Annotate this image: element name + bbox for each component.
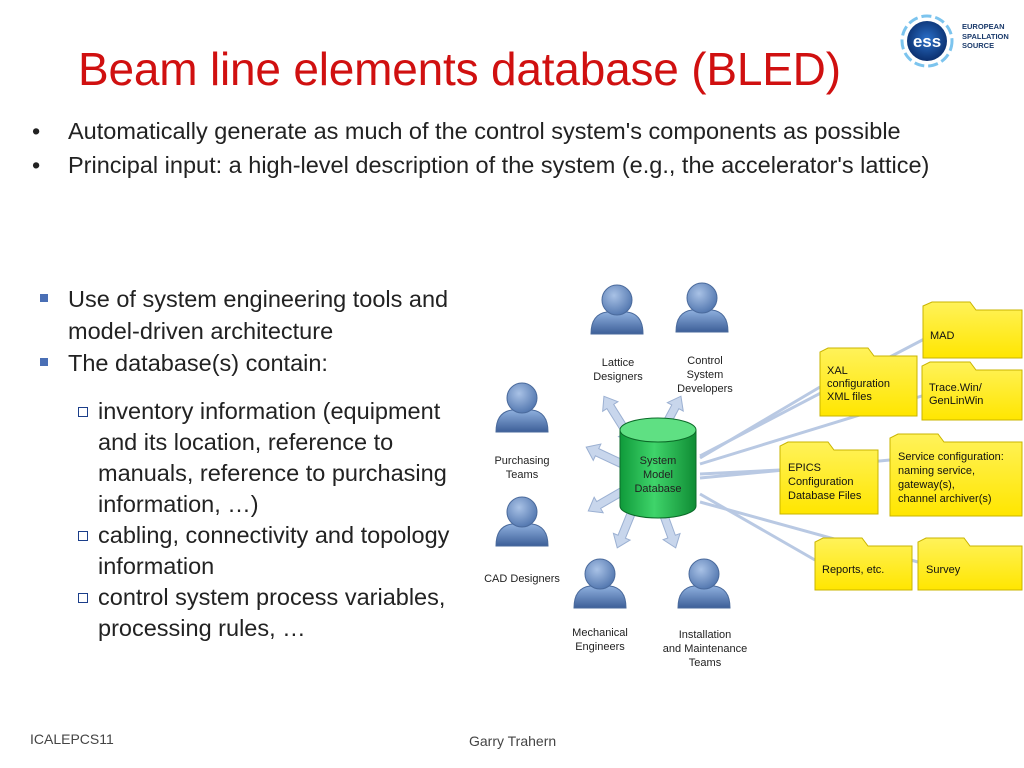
person-icon [677,558,731,609]
actor-control-system-developers: Control System Developers [675,282,733,395]
logo-line: SOURCE [962,41,995,50]
bullet-item: Automatically generate as much of the co… [30,114,980,148]
folder-survey: Survey [917,537,1023,591]
folder-reports: Reports, etc. [814,537,913,591]
footer-author: Garry Trahern [469,733,557,749]
folder-mad: MAD [922,301,1023,359]
person-icon [590,284,644,335]
list-item: control system process variables, proces… [78,582,478,644]
folder-label: Configuration [788,476,853,488]
list-item-text: control system process variables, proces… [98,584,446,641]
database-label: Database [634,483,681,495]
actor-label: Installation [679,629,732,641]
folder-label: MAD [930,330,955,342]
checkbox-bullet-icon [78,531,88,541]
folder-label: configuration [827,378,890,390]
actor-purchasing-teams: Purchasing Teams [494,382,550,481]
folder-label: EPICS [788,462,821,474]
actor-label: Purchasing [494,455,549,467]
list-item: inventory information (equipment and its… [78,396,478,520]
person-icon [675,282,729,333]
person-icon [495,496,549,547]
actor-label: CAD Designers [484,573,560,585]
logo-text: EUROPEAN SPALLATION SOURCE [962,22,1009,51]
bullet-item: Use of system engineering tools and mode… [40,283,480,347]
checkbox-bullet-icon [78,407,88,417]
folder-label: Reports, etc. [822,564,884,576]
actor-label: Lattice [602,357,634,369]
actor-label: Developers [677,383,733,395]
folder-label: naming service, [898,465,975,477]
actor-label: System [687,369,724,381]
system-model-diagram: System Model Database Lattice Designers … [484,282,1023,669]
square-bullet-icon [40,294,48,302]
actor-label: Control [687,355,722,367]
square-bullet-icon [40,358,48,366]
actor-label: Teams [506,469,539,481]
actor-lattice-designers: Lattice Designers [590,284,644,383]
actor-label: Designers [593,371,643,383]
actor-label: Teams [689,657,722,669]
footer-conference: ICALEPCS11 [30,731,114,747]
person-icon [573,558,627,609]
list-item-text: cabling, connectivity and topology infor… [98,522,450,579]
actor-installation-teams: Installation and Maintenance Teams [663,558,747,669]
database-label: Model [643,469,673,481]
bullet-item: The database(s) contain: [40,347,480,379]
page-title: Beam line elements database (BLED) [78,43,841,95]
folder-label: Database Files [788,490,862,502]
list-item: cabling, connectivity and topology infor… [78,520,478,582]
database-contents-list: inventory information (equipment and its… [78,396,478,644]
actor-label: and Maintenance [663,643,747,655]
list-item-text: inventory information (equipment and its… [98,398,447,517]
folder-tracewin: Trace.Win/ GenLinWin [921,361,1023,421]
folder-label: GenLinWin [929,395,983,407]
bullet-text: The database(s) contain: [68,350,328,376]
logo-line: EUROPEAN [962,22,1005,31]
actor-mechanical-engineers: Mechanical Engineers [572,558,628,653]
logo-mark: ess [913,32,941,51]
folder-label: Survey [926,564,961,576]
folder-label: gateway(s), [898,479,955,491]
main-bullets: Automatically generate as much of the co… [30,114,980,182]
folder-label: XAL [827,365,848,377]
folder-label: Service configuration: [898,451,1004,463]
system-model-database: System Model Database [619,417,697,519]
folder-label: channel archiver(s) [898,493,992,505]
folder-label: XML files [827,391,872,403]
logo-line: SPALLATION [962,31,1009,41]
actor-cad-designers: CAD Designers [484,496,560,585]
bullet-item: Principal input: a high-level descriptio… [30,148,980,182]
secondary-bullets: Use of system engineering tools and mode… [40,283,480,379]
folder-xal: XAL configuration XML files [819,347,918,417]
actor-label: Engineers [575,641,625,653]
bullet-text: Use of system engineering tools and mode… [68,286,449,344]
actor-label: Mechanical [572,627,628,639]
ess-logo: ess [900,14,954,68]
folder-epics: EPICS Configuration Database Files [779,441,879,515]
person-icon [495,382,549,433]
database-label: System [640,455,677,467]
folder-service-configuration: Service configuration: naming service, g… [889,433,1023,517]
folder-label: Trace.Win/ [929,382,983,394]
checkbox-bullet-icon [78,593,88,603]
